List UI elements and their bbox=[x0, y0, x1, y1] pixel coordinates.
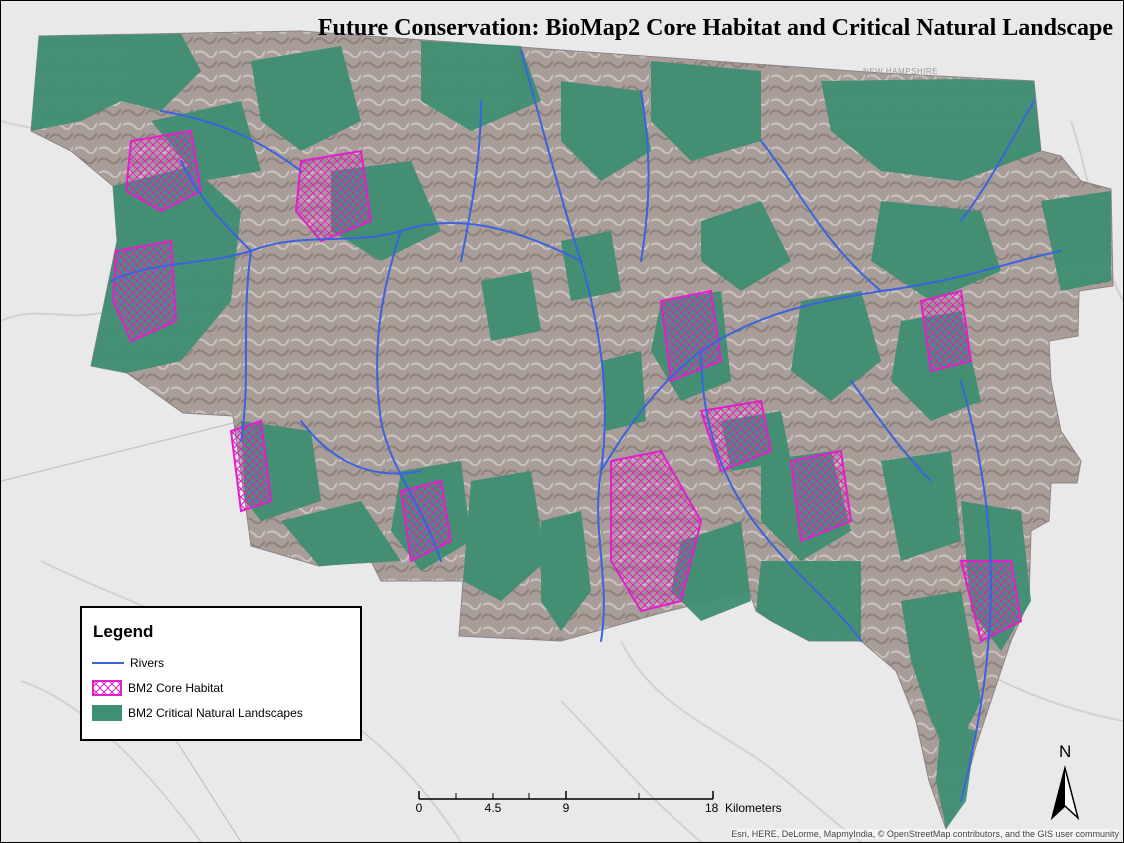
legend-item-rivers: Rivers bbox=[92, 654, 164, 672]
legend-item-core-habitat: BM2 Core Habitat bbox=[92, 679, 223, 697]
core-habitat-layer bbox=[111, 129, 1023, 643]
legend-title: Legend bbox=[93, 622, 154, 641]
scale-bar-line bbox=[418, 791, 714, 800]
rivers-layer bbox=[110, 50, 1062, 802]
legend-item-label: BM2 Critical Natural Landscapes bbox=[128, 706, 303, 720]
critical-landscape-fill-symbol bbox=[92, 705, 122, 721]
scale-tick-label: 4.5 bbox=[484, 801, 502, 815]
legend-panel: Legend Rivers BM2 Core Habitat BM2 Criti… bbox=[80, 606, 362, 741]
legend-item-label: Rivers bbox=[130, 656, 165, 670]
north-arrow-icon bbox=[1050, 765, 1080, 821]
map-attribution: Esri, HERE, DeLorme, MapmyIndia, © OpenS… bbox=[731, 829, 1119, 839]
scale-bar: 0 4.5 9 18 Kilometers bbox=[411, 789, 831, 829]
north-arrow-label: N bbox=[1059, 742, 1072, 761]
legend-item-label: BM2 Core Habitat bbox=[128, 681, 224, 695]
scale-tick-label: 0 bbox=[415, 801, 423, 815]
scale-tick-label: 9 bbox=[562, 801, 570, 815]
critical-landscapes-layer bbox=[31, 34, 1111, 829]
rivers-line-symbol bbox=[92, 654, 124, 672]
core-habitat-hatch-symbol bbox=[92, 680, 122, 696]
state-label-new-hampshire: NEW HAMPSHIRE bbox=[863, 67, 938, 76]
map-title: Future Conservation: BioMap2 Core Habita… bbox=[317, 15, 1113, 41]
state-label-vermont: VERMONT bbox=[366, 45, 410, 54]
legend-item-critical-landscapes: BM2 Critical Natural Landscapes bbox=[92, 704, 303, 722]
scale-tick-label: 18 bbox=[705, 801, 719, 815]
scale-unit-label: Kilometers bbox=[725, 801, 782, 815]
